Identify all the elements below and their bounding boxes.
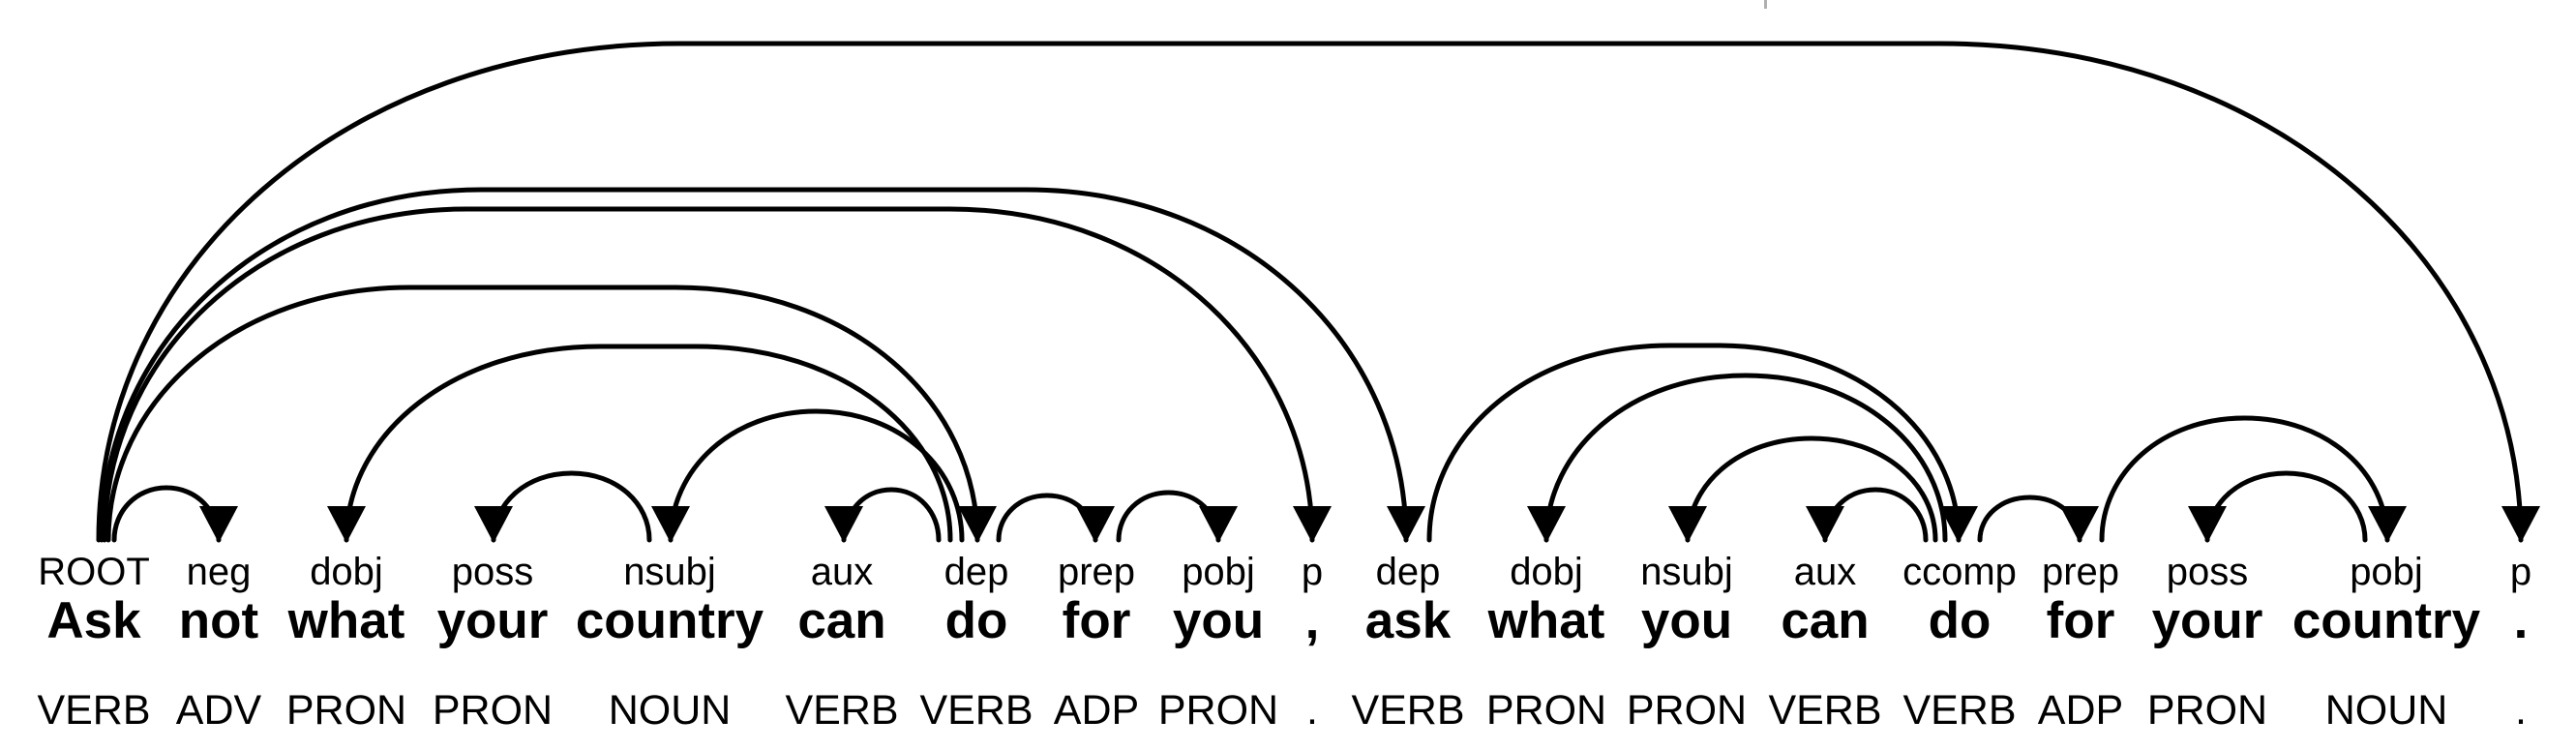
token-dep-label-14: aux — [1794, 551, 1857, 593]
dependency-arc-p-10 — [96, 41, 2524, 543]
token-word-17: your — [2152, 592, 2263, 649]
arc-arrowhead-poss-2 — [474, 506, 513, 543]
token-dep-label-6: aux — [811, 551, 874, 593]
dependency-arc-neg-0 — [111, 485, 222, 543]
token-text-layer: ROOTAskVERBnegnotADVdobjwhatPRONpossyour… — [37, 551, 2531, 734]
token-dep-label-5: nsubj — [623, 551, 716, 593]
arc-arrowhead-prep-15 — [2060, 506, 2099, 543]
token-pos-4: PRON — [433, 687, 553, 734]
dependency-arc-nsubj-13 — [1685, 435, 1938, 543]
token-pos-10: . — [1306, 687, 1318, 734]
token-word-11: ask — [1365, 592, 1452, 649]
token-dep-label-7: dep — [944, 551, 1009, 593]
token-pos-5: NOUN — [609, 687, 732, 734]
token-dep-label-16: prep — [2042, 551, 2119, 593]
arc-arrowhead-aux-4 — [824, 506, 863, 543]
arc-arrowhead-dobj-12 — [1527, 506, 1566, 543]
token-word-14: can — [1781, 592, 1869, 649]
arc-arrowhead-ccomp-11 — [1939, 506, 1978, 543]
token-pos-14: VERB — [1768, 687, 1881, 734]
token-dep-label-10: p — [1302, 551, 1323, 593]
token-dep-label-3: dobj — [310, 551, 383, 593]
token-word-13: you — [1641, 592, 1732, 649]
token-dep-label-2: neg — [187, 551, 252, 593]
token-word-10: , — [1305, 592, 1320, 649]
token-word-2: not — [179, 592, 258, 649]
token-dep-label-17: poss — [2167, 551, 2249, 593]
dependency-arc-dep-9 — [99, 187, 1409, 543]
arc-arrowhead-aux-14 — [1806, 506, 1844, 543]
dependency-arc-dobj-12 — [1543, 373, 1948, 543]
token-pos-6: VERB — [785, 687, 898, 734]
token-pos-2: ADV — [176, 687, 262, 734]
token-dep-label-15: ccomp — [1902, 551, 2017, 593]
token-dep-label-1: ROOT — [38, 551, 150, 593]
dependency-arc-prep-15 — [1977, 495, 2082, 543]
token-pos-17: PRON — [2147, 687, 2267, 734]
dependency-arc-pobj-7 — [1116, 490, 1221, 543]
token-dep-label-19: p — [2510, 551, 2531, 593]
token-dep-label-8: prep — [1058, 551, 1135, 593]
token-pos-12: PRON — [1486, 687, 1606, 734]
token-word-6: can — [797, 592, 885, 649]
arc-arrowhead-neg-0 — [199, 506, 238, 543]
token-pos-7: VERB — [919, 687, 1033, 734]
dependency-arc-poss-17 — [2204, 470, 2368, 543]
arc-arrowhead-poss-17 — [2188, 506, 2227, 543]
token-pos-19: . — [2515, 687, 2527, 734]
dependency-arc-aux-14 — [1822, 487, 1929, 543]
token-pos-18: NOUN — [2325, 687, 2448, 734]
token-word-4: your — [437, 592, 549, 649]
token-pos-9: PRON — [1158, 687, 1278, 734]
arc-arrowhead-dobj-1 — [327, 506, 366, 543]
token-pos-3: PRON — [286, 687, 406, 734]
arc-arrowhead-nsubj-3 — [651, 506, 690, 543]
token-pos-8: ADP — [1054, 687, 1139, 734]
token-word-3: what — [287, 592, 405, 649]
token-dep-label-4: poss — [452, 551, 534, 593]
arc-arrowhead-p-8 — [1293, 506, 1332, 543]
token-dep-label-9: pobj — [1182, 551, 1255, 593]
token-word-5: country — [576, 592, 764, 649]
arc-arrowhead-pobj-16 — [2368, 506, 2407, 543]
token-pos-13: PRON — [1627, 687, 1747, 734]
token-word-9: you — [1173, 592, 1264, 649]
token-pos-16: ADP — [2038, 687, 2123, 734]
token-pos-11: VERB — [1351, 687, 1464, 734]
arc-arrowhead-pobj-7 — [1199, 506, 1238, 543]
top-edge-artifact-tick — [1764, 0, 1767, 9]
token-word-18: country — [2292, 592, 2481, 649]
token-word-16: for — [2047, 592, 2115, 649]
token-pos-15: VERB — [1902, 687, 2016, 734]
token-word-7: do — [945, 592, 1008, 649]
token-dep-label-12: dobj — [1510, 551, 1583, 593]
dependency-arc-ccomp-11 — [1426, 343, 1962, 543]
dependency-arc-poss-2 — [491, 470, 652, 543]
arc-arrowhead-dep-9 — [1387, 506, 1425, 543]
artifact-layer — [1764, 0, 1767, 9]
dependency-arc-dep-5 — [105, 285, 980, 543]
token-pos-1: VERB — [37, 687, 150, 734]
token-dep-label-18: pobj — [2350, 551, 2423, 593]
dependency-arc-p-8 — [102, 206, 1315, 543]
arc-arrowhead-dep-5 — [958, 506, 997, 543]
dependency-arc-pobj-16 — [2099, 415, 2390, 543]
token-word-8: for — [1063, 592, 1131, 649]
token-word-1: Ask — [46, 592, 141, 649]
arc-arrowhead-prep-6 — [1076, 506, 1115, 543]
dependency-arcs-layer — [96, 41, 2540, 543]
token-dep-label-11: dep — [1376, 551, 1441, 593]
arc-arrowhead-p-10 — [2501, 506, 2540, 543]
token-word-19: . — [2514, 592, 2529, 649]
token-word-12: what — [1487, 592, 1605, 649]
arc-arrowhead-nsubj-13 — [1668, 506, 1707, 543]
token-word-15: do — [1929, 592, 1992, 649]
dependency-arc-prep-6 — [996, 493, 1098, 543]
token-dep-label-13: nsubj — [1640, 551, 1733, 593]
dependency-arc-nsubj-3 — [668, 408, 965, 543]
